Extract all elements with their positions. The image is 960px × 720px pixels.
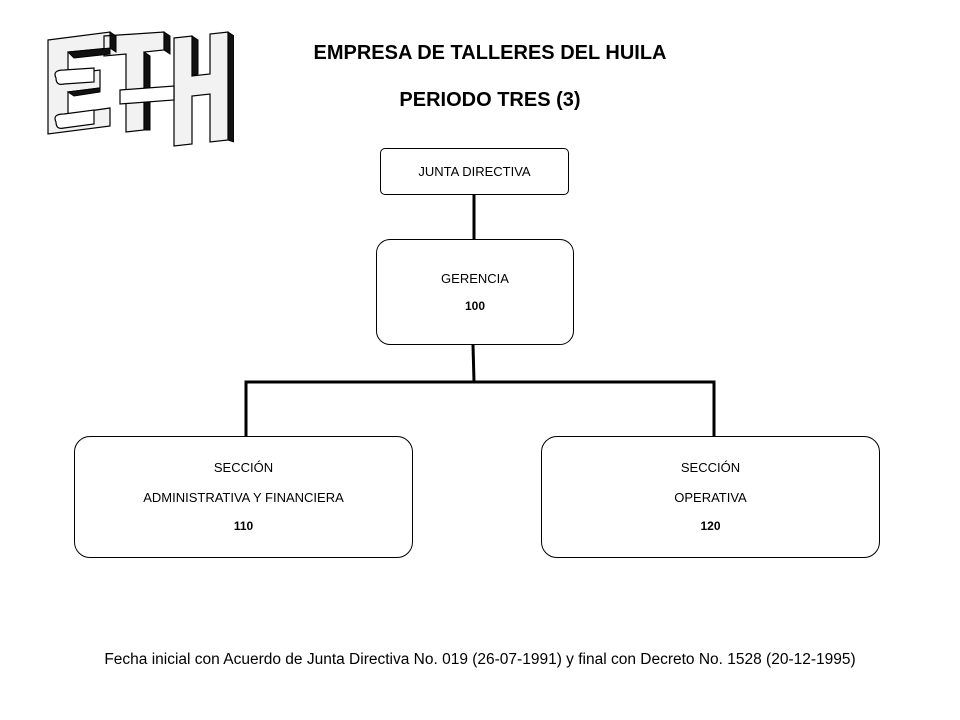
node-label-line1: SECCIÓN xyxy=(680,460,741,476)
page-title: EMPRESA DE TALLERES DEL HUILA xyxy=(313,42,667,64)
node-seccion-operativa: SECCIÓN OPERATIVA 120 xyxy=(541,436,880,558)
node-label: GERENCIA xyxy=(441,271,509,286)
node-seccion-administrativa: SECCIÓN ADMINISTRATIVA Y FINANCIERA 110 xyxy=(74,436,413,558)
node-label-line1: SECCIÓN xyxy=(213,460,274,476)
node-code: 120 xyxy=(700,519,721,534)
company-logo xyxy=(47,31,234,147)
node-code: 110 xyxy=(233,519,254,534)
node-label-line2: ADMINISTRATIVA Y FINANCIERA xyxy=(143,489,344,505)
footer-note: Fecha inicial con Acuerdo de Junta Direc… xyxy=(104,651,856,668)
node-label: JUNTA DIRECTIVA xyxy=(418,163,531,179)
node-label-line2: OPERATIVA xyxy=(674,489,747,505)
edge-gerencia-trunk xyxy=(471,343,476,383)
node-code: 100 xyxy=(464,298,486,313)
page-subtitle: PERIODO TRES (3) xyxy=(399,89,581,111)
node-gerencia: GERENCIA 100 xyxy=(376,239,574,345)
node-junta-directiva: JUNTA DIRECTIVA xyxy=(380,148,569,195)
